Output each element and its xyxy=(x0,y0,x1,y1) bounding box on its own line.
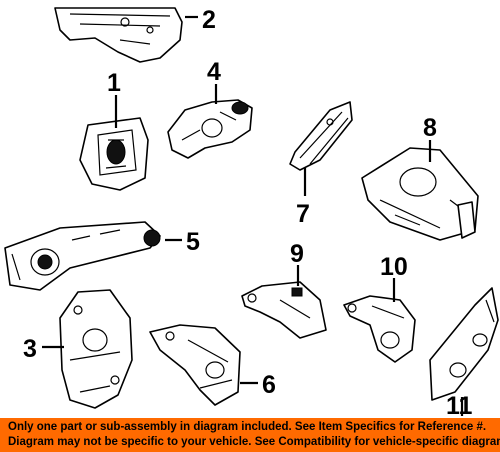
part-9-mount-bracket[interactable] xyxy=(241,281,327,339)
callout-10: 10 xyxy=(380,253,408,281)
part-11-plate-bracket[interactable] xyxy=(429,287,499,401)
notice-banner: Only one part or sub-assembly in diagram… xyxy=(0,418,500,452)
callout-6: 6 xyxy=(262,371,276,399)
part-6-mount-bracket[interactable] xyxy=(149,324,241,406)
callout-3: 3 xyxy=(23,335,37,363)
part-8-support-bracket[interactable] xyxy=(361,147,479,241)
banner-line-1: Only one part or sub-assembly in diagram… xyxy=(8,421,487,433)
part-10-mount-bracket[interactable] xyxy=(343,295,416,363)
callout-8: 8 xyxy=(423,114,437,142)
part-5-torque-strut[interactable] xyxy=(4,221,161,291)
callout-7: 7 xyxy=(296,200,310,228)
parts-diagram: 2 1 4 7 8 5 xyxy=(4,6,499,418)
callout-2: 2 xyxy=(202,6,216,34)
callout-9: 9 xyxy=(290,240,304,268)
part-2-bracket[interactable] xyxy=(54,7,183,63)
callout-4: 4 xyxy=(207,58,221,86)
callout-11: 11 xyxy=(446,392,473,418)
part-4-transmission-mount[interactable] xyxy=(167,99,253,159)
banner-line-2: Diagram may not be specific to your vehi… xyxy=(8,436,500,448)
part-3-mount-bracket[interactable] xyxy=(59,289,133,409)
part-7-bracket[interactable] xyxy=(289,101,353,171)
part-1-engine-mount[interactable] xyxy=(79,117,149,191)
callout-5: 5 xyxy=(186,228,200,256)
callout-1: 1 xyxy=(107,69,121,97)
